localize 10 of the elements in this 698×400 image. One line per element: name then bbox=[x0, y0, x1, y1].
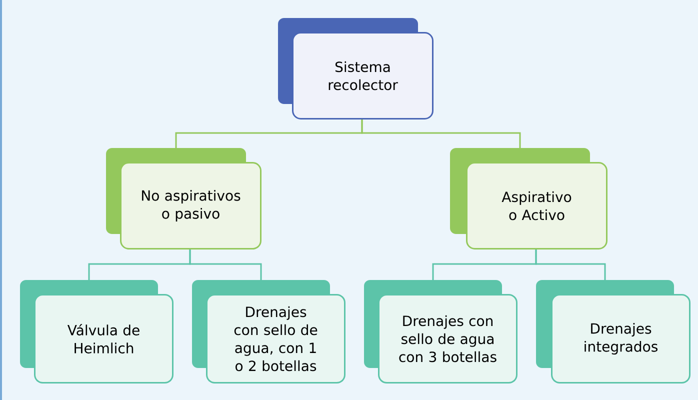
layered-box: Drenajes integrados bbox=[536, 280, 690, 384]
connector-line bbox=[189, 248, 262, 280]
layered-box: Sistema recolector bbox=[278, 18, 434, 120]
connector-line bbox=[361, 118, 521, 148]
layered-box: Drenajes con sello de agua, con 1 o 2 botellas bbox=[192, 280, 346, 384]
layered-box: Válvula de Heimlich bbox=[20, 280, 174, 384]
layered-box: No aspirativos o pasivo bbox=[106, 148, 262, 250]
layered-box: Drenajes con sello de agua con 3 botellas bbox=[364, 280, 518, 384]
layered-box: Aspirativo o Activo bbox=[450, 148, 608, 250]
connector-line bbox=[535, 248, 606, 280]
